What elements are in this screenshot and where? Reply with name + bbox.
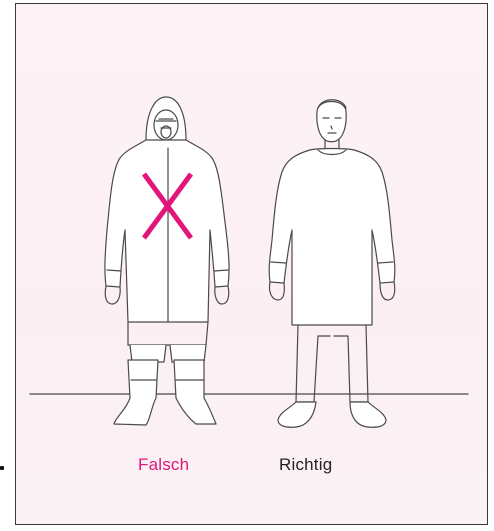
figure-simple-gown bbox=[269, 100, 395, 427]
bullet-dot bbox=[0, 466, 4, 470]
figure-full-protective-suit bbox=[105, 97, 229, 425]
caption-right: Richtig bbox=[279, 455, 332, 475]
caption-wrong: Falsch bbox=[138, 455, 189, 475]
